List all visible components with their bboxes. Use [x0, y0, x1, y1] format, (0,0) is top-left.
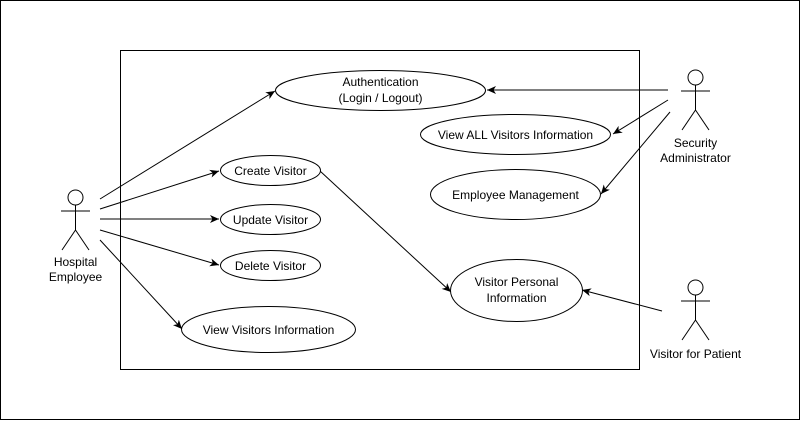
use-case-label: Information	[486, 291, 546, 305]
edge-employee-create-visitor	[99, 169, 220, 210]
actor-hospital-employee: Hospital Employee	[49, 189, 103, 284]
connectors	[99, 86, 671, 330]
use-case-label: Authentication	[342, 75, 418, 89]
use-case-label: View ALL Visitors Information	[438, 128, 593, 142]
use-case-label: Employee Management	[452, 188, 579, 202]
use-case-label: Visitor Personal	[475, 275, 559, 289]
edge-admin-view-all-visitors	[612, 99, 669, 135]
actor-label: Administrator	[660, 151, 731, 165]
edge-employee-view-visitors	[99, 239, 183, 330]
use-case-employee-management: Employee Management	[430, 169, 601, 220]
stick-figure-icon	[681, 69, 710, 131]
use-case-update-visitor: Update Visitor	[220, 204, 321, 235]
system-boundary	[120, 50, 640, 370]
use-case-delete-visitor: Delete Visitor	[220, 250, 321, 281]
use-case-view-visitors: View Visitors Information	[181, 306, 356, 353]
stick-figure-icon	[61, 189, 90, 251]
actor-label: Employee	[49, 270, 103, 284]
use-case-label: Update Visitor	[233, 213, 308, 227]
edge-patient-visitor-personal-info	[581, 288, 663, 312]
use-case-visitor-personal-info: Visitor Personal Information	[450, 259, 583, 322]
use-case-view-all-visitors: View ALL Visitors Information	[420, 114, 611, 155]
edge-create-visitor-personal-info	[319, 170, 452, 293]
use-case-create-visitor: Create Visitor	[220, 155, 321, 186]
use-case-label: (Login / Logout)	[338, 91, 422, 105]
use-case-label: Delete Visitor	[235, 259, 306, 273]
edge-employee-authentication	[99, 90, 276, 200]
edge-employee-delete-visitor	[99, 229, 220, 267]
actor-label: Hospital	[54, 255, 97, 269]
actor-security-administrator: Security Administrator	[660, 69, 731, 165]
use-case-label: View Visitors Information	[203, 323, 335, 337]
use-case-authentication: Authentication (Login / Logout)	[275, 70, 486, 111]
actor-label: Security	[674, 136, 717, 150]
stick-figure-icon	[681, 279, 710, 341]
actor-visitor-for-patient: Visitor for Patient	[650, 279, 742, 361]
actor-label: Visitor for Patient	[650, 347, 742, 361]
edge-admin-employee-management	[600, 111, 671, 195]
use-case-label: Create Visitor	[234, 164, 306, 178]
